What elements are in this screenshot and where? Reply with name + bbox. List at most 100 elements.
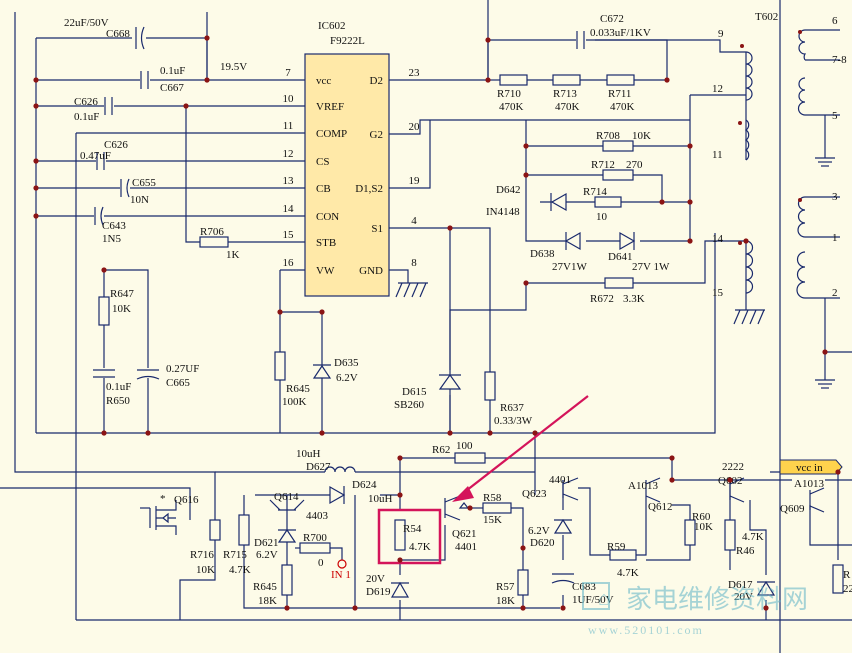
r54-label: R54 [403,523,422,535]
r62-value: 100 [456,440,473,452]
pin-2: 2 [832,287,838,299]
r711-label: R711 [608,88,631,100]
junction-dot [687,238,693,244]
r650-label: R650 [106,395,130,407]
pin-11: 11 [712,149,723,161]
d617-value: 20V [734,591,753,603]
c672-label: C672 [600,13,624,25]
q602-part: 2222 [722,461,744,473]
ic-pin-name: CS [316,156,329,168]
d638-value: 27V1W [552,261,587,273]
junction-dot [727,477,733,483]
r714-value: 10 [596,211,608,223]
q609-label: Q609 [780,503,805,515]
junction-dot [687,143,693,149]
pin-12: 12 [712,83,723,95]
ground-symbol-secondary-2 [815,372,835,389]
r711-value: 470K [610,101,635,113]
q612-label: Q612 [648,501,672,513]
d641-label: D641 [608,251,632,263]
junction-dot [523,280,529,286]
ic-pin-name: CB [316,183,331,195]
d617-label: D617 [728,579,753,591]
r710-value: 470K [499,101,524,113]
zener-d617 [756,580,776,596]
pin-3: 3 [832,191,838,203]
r54-value: 4.7K [409,541,431,553]
r645-100k-label: R645 [286,383,310,395]
ic-pin-number: 12 [283,148,294,160]
d627-label: D627 [306,461,331,473]
ic-pin-name: VW [316,265,335,277]
junction-dot [485,37,491,43]
r59-label: R59 [607,541,626,553]
junction-dot [204,35,210,41]
capacitor-c626-cs [96,152,106,170]
d620-label: D620 [530,537,555,549]
junction-dot [33,185,39,191]
r645-100k-value: 100K [282,396,307,408]
d624-label: D624 [352,479,377,491]
c672-value: 0.033uF/1KV [590,27,651,39]
ic-pin-number: 20 [409,121,421,133]
zener-d620 [553,518,573,534]
zener-d638 [564,231,581,251]
transistor-q623 [562,477,579,501]
ic-pin-number: 19 [409,175,421,187]
junction-dot [669,477,675,483]
annotation-arrow [452,395,589,502]
d642-label: D642 [496,184,520,196]
d615-label: D615 [402,386,427,398]
c643-label: C643 [102,220,126,232]
r706-label: R706 [200,226,224,238]
junction-dot [485,77,491,83]
junction-dot [763,605,769,611]
resistor-r59 [609,549,637,561]
r672-value: 3.3K [623,293,645,305]
junction-dot [822,349,828,355]
junction-dot [33,158,39,164]
resistor-edge [832,564,844,594]
ic-pin-number: 10 [283,93,295,105]
r62-label: R62 [432,444,450,456]
junction-dot [397,492,403,498]
q616-marker: * [160,493,166,505]
resistor-r716 [209,519,221,541]
r60-label: R60 [692,511,711,523]
q616-label: Q616 [174,494,199,506]
pin-6: 6 [832,15,838,27]
junction-dot [520,545,526,551]
ic-pin-name: D1,S2 [355,183,383,195]
q614-part: 4403 [306,510,329,522]
resistor-r57 [517,569,529,596]
in1-label: IN 1 [331,569,351,581]
r57-value: 18K [496,595,515,607]
c665-value: 0.27UF [166,363,199,375]
junction-dot [277,309,283,315]
q621-label: Q621 [452,528,476,540]
ic-f9222l [304,53,390,297]
c665-label: C665 [166,377,190,389]
junction-dot [487,430,493,436]
pin-14: 14 [712,233,724,245]
d635-value: 6.2V [336,372,358,384]
c667-label: C667 [160,82,184,94]
t602-label: T602 [755,11,778,23]
r59-value: 4.7K [617,567,639,579]
zener-d619 [390,581,410,598]
ic-pin-name: CON [316,211,339,223]
r645-18k-value: 18K [258,595,277,607]
ic-part: F9222L [330,35,365,47]
r706-value: 1K [226,249,240,261]
junction-dot [835,469,841,475]
ic-pin-number: 15 [283,229,295,241]
resistor-r58 [482,502,512,514]
right-wiring [449,0,852,653]
r645-18k-label: R645 [253,581,277,593]
c626-cs-value: 0.47uF [80,150,111,162]
r713-label: R713 [553,88,577,100]
r637-label: R637 [500,402,524,414]
pin-9: 9 [718,28,724,40]
r716-value: 10K [196,564,215,576]
transistor-q612 [645,477,661,503]
